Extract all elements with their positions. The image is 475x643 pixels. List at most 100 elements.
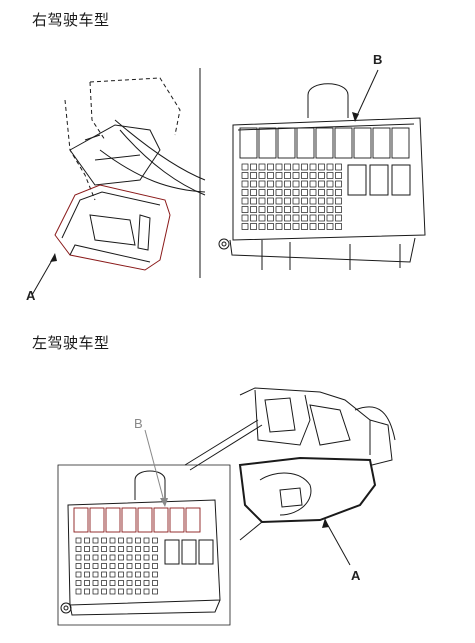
fuse-cell [275,189,283,196]
fuse-cell [75,554,82,561]
fuse-cell [118,580,124,586]
fuse-cell [284,197,291,205]
fuse-cell [92,537,99,544]
fuse-cell [309,163,317,171]
fuse-cell [301,206,308,213]
fuse-cell [109,588,116,595]
fuse-cell [152,537,158,544]
fuse-cell [326,197,334,205]
fuse-cell [267,197,274,205]
fuse-cell [326,214,334,222]
fuse-cell [135,588,141,595]
fuse-cell [241,163,249,171]
fuse-cell [292,189,300,196]
fuse-cell [250,180,257,188]
fuse-cell [92,546,99,552]
fuse-cell [284,189,291,196]
fuse-cell [143,546,150,552]
fuse-cell [84,563,90,569]
fuse-cell [318,223,325,230]
fuse-cell [84,571,90,578]
fuse-cell [335,197,342,205]
fuse-cell [335,163,342,171]
fuse-cell [250,197,257,205]
fuse-cell [267,172,274,179]
fuse-cell [143,554,150,561]
fuse-cell [267,189,274,196]
fuse-cell [258,163,266,171]
fuse-cell [101,588,107,595]
fuse-cell [109,563,116,569]
fuse-cell [284,163,291,171]
fuse-cell [241,172,249,179]
fuse-cell [118,588,124,595]
fuse-cell [118,537,124,544]
fuse-cell [309,172,317,179]
fuse-cell [152,563,158,569]
fuse-cell [267,214,274,222]
heading-right-hand-drive: 右驾驶车型 [32,11,110,29]
fuse-cell [258,223,266,230]
fuse-cell [318,163,325,171]
fuse-cell [75,537,82,544]
fuse-cell [258,206,266,213]
fuse-cell [143,563,150,569]
fuse-cell [275,197,283,205]
fuse-cell [301,163,308,171]
fuse-cell [275,206,283,213]
fuse-cell [292,206,300,213]
fuse-cell [135,580,141,586]
fuse-cell [309,214,317,222]
fuse-cell [301,214,308,222]
fuse-cell [84,537,90,544]
fuse-cell [75,571,82,578]
fuse-cell [152,554,158,561]
fuse-cell [292,180,300,188]
fuse-cell [84,580,90,586]
fuse-cell [250,223,257,230]
lhd-dashboard-view [184,387,396,566]
fuse-cell [241,206,249,213]
fuse-cell [152,588,158,595]
fuse-cell [126,571,133,578]
fuse-cell [250,206,257,213]
fuse-cell [267,223,274,230]
fuse-cell [284,223,291,230]
fuse-cell [135,546,141,552]
fuse-cell [335,214,342,222]
fuse-cell [143,537,150,544]
fuse-cell [275,223,283,230]
rhd-dashboard-view [31,68,206,296]
fuse-cell [109,537,116,544]
fuse-cell [152,546,158,552]
fuse-cell [118,554,124,561]
fuse-cell [75,563,82,569]
fuse-cell [284,214,291,222]
fuse-cell [109,571,116,578]
callout-label-a-rhd: A [26,288,36,303]
fuse-cell [301,223,308,230]
fuse-cell [292,163,300,171]
fuse-cell [284,206,291,213]
fuse-cell [118,546,124,552]
fuse-cell [301,180,308,188]
fuse-cell [301,172,308,179]
fuse-cell [326,189,334,196]
callout-label-b-lhd: B [134,416,143,431]
fuse-cell [126,563,133,569]
fuse-cell [318,180,325,188]
fuse-cell [92,554,99,561]
fuse-cell [101,537,107,544]
fuse-cell [309,189,317,196]
fuse-cell [143,580,150,586]
fuse-cell [309,223,317,230]
fuse-cell [258,172,266,179]
fuse-cell [241,223,249,230]
fuse-cell [126,537,133,544]
fuse-cell [101,563,107,569]
lhd-fuse-box-inset [57,429,231,626]
fuse-cell [109,580,116,586]
fuse-cell [335,189,342,196]
fuse-cell [118,571,124,578]
